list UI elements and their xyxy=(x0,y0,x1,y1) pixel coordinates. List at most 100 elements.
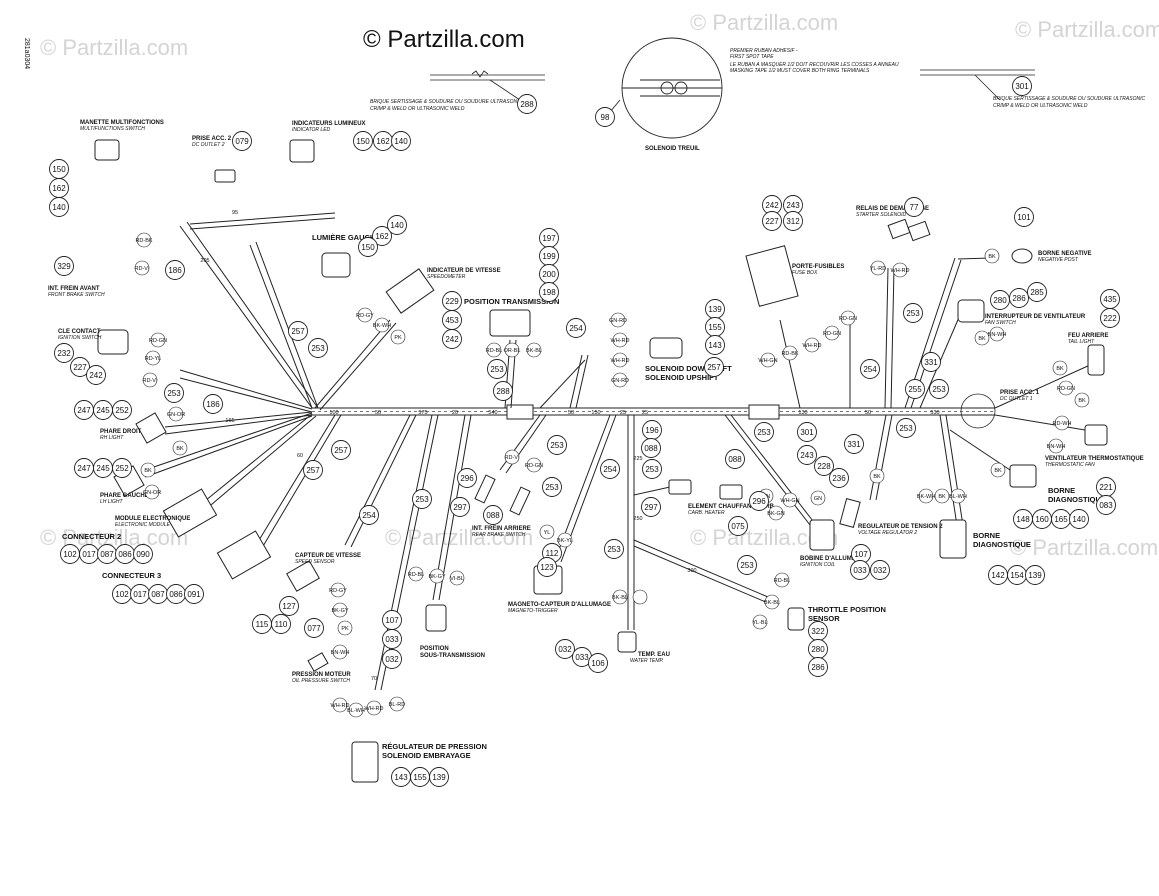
part-callout: 77 xyxy=(904,197,924,217)
callout-circle xyxy=(165,260,185,280)
callout-circle xyxy=(749,491,769,511)
part-callout: 227 xyxy=(762,211,782,231)
wire-tag: BK-BL xyxy=(764,594,780,610)
label-thermo-fan-en: THERMOSTATIC FAN xyxy=(1045,462,1095,468)
svg-text:BK: BK xyxy=(144,468,152,474)
part-callout: 222 xyxy=(1100,308,1120,328)
solenoid-winch-detail xyxy=(609,37,723,139)
wire-tag: BK xyxy=(140,462,156,478)
callout-number: 254 xyxy=(603,465,617,474)
callout-number: 139 xyxy=(1028,571,1042,580)
callout-circle xyxy=(588,653,608,673)
callout-circle xyxy=(754,422,774,442)
length-label: 60 xyxy=(297,453,303,459)
callout-number: 253 xyxy=(415,495,429,504)
callout-circle xyxy=(797,422,817,442)
callout-circle xyxy=(391,131,411,151)
wire-tag: GN-RD xyxy=(609,312,627,328)
callout-number: 200 xyxy=(542,270,556,279)
watermark-top-left: © Partzilla.com xyxy=(40,35,188,60)
callout-number: 088 xyxy=(486,511,500,520)
svg-text:GN-RD: GN-RD xyxy=(609,318,627,324)
callout-number: 148 xyxy=(1016,515,1030,524)
part-callout: 286 xyxy=(1009,288,1029,308)
wire-tag: RD-GY xyxy=(329,582,347,598)
callout-circle xyxy=(382,629,402,649)
part-callout: 186 xyxy=(203,394,223,414)
callout-circle xyxy=(1025,565,1045,585)
downshift-solenoid-shape xyxy=(649,337,683,359)
wire-tag: RD-GY xyxy=(356,307,374,323)
callout-number: 140 xyxy=(1072,515,1086,524)
callout-number: 186 xyxy=(206,400,220,409)
callout-number: 222 xyxy=(1103,314,1117,323)
svg-text:GN: GN xyxy=(814,496,822,502)
wire-tag: WH-RD xyxy=(891,262,909,278)
part-callout: 123 xyxy=(537,557,557,577)
callout-number: 331 xyxy=(847,440,861,449)
wire-tag: BK xyxy=(934,488,950,504)
callout-number: 329 xyxy=(57,262,71,271)
svg-text:WH-GN: WH-GN xyxy=(780,498,799,504)
wire-tag: RD-GN xyxy=(149,332,167,348)
callout-number: 155 xyxy=(708,323,722,332)
part-callout: 102 xyxy=(60,544,80,564)
callout-number: 086 xyxy=(118,550,132,559)
part-callout: 245 xyxy=(93,400,113,420)
part-callout: 165 xyxy=(1051,509,1071,529)
callout-number: 288 xyxy=(520,100,534,109)
callout-circle xyxy=(1012,76,1032,96)
callout-number: 253 xyxy=(906,309,920,318)
callout-number: 257 xyxy=(334,446,348,455)
callout-number: 301 xyxy=(800,428,814,437)
label-tps-1: THROTTLE POSITION xyxy=(808,605,886,614)
wire-tag: YL-BL xyxy=(752,614,768,630)
callout-circle xyxy=(412,489,432,509)
part-callout: 297 xyxy=(450,497,470,517)
callout-circle xyxy=(808,657,828,677)
callout-circle xyxy=(905,379,925,399)
part-callout: 110 xyxy=(271,614,291,634)
watermark-mid-far-right: © Partzilla.com xyxy=(1010,535,1158,560)
multifunction-switch-shape xyxy=(94,139,120,161)
svg-text:RD-BL: RD-BL xyxy=(408,572,425,578)
svg-text:BL-WH: BL-WH xyxy=(347,708,365,714)
part-callout: 150 xyxy=(358,237,378,257)
part-callout: 253 xyxy=(542,477,562,497)
callout-circle xyxy=(1096,495,1116,515)
label-neg-post-fr: BORNE NEGATIVE xyxy=(1038,251,1092,257)
connector-3-shape xyxy=(216,530,272,580)
part-callout: 199 xyxy=(539,246,559,266)
callout-number: 123 xyxy=(540,563,554,572)
svg-text:PK: PK xyxy=(341,626,349,632)
svg-text:RD-GN: RD-GN xyxy=(823,331,841,337)
callout-circle xyxy=(539,282,559,302)
wire-tag: BK-BL xyxy=(612,589,628,605)
tape-note-3: LE RUBAN A MASQUER 1/2 DOIT RECOUVRIR LE… xyxy=(730,62,899,68)
callout-number: 245 xyxy=(96,464,110,473)
indicator-led-shape xyxy=(289,139,315,163)
wire-tag: RD-YL xyxy=(145,350,161,366)
callout-circle xyxy=(904,197,924,217)
label-rear-brake-fr: INT. FREIN ARRIERE xyxy=(472,526,531,532)
part-callout: 162 xyxy=(372,226,392,246)
negative-post-ring xyxy=(1011,248,1033,264)
callout-number: 297 xyxy=(453,503,467,512)
part-callout: 160 xyxy=(1032,509,1052,529)
part-callout: 079 xyxy=(232,131,252,151)
svg-text:RD-GN: RD-GN xyxy=(1057,386,1075,392)
label-starter-en: STARTER SOLENOID xyxy=(856,212,906,218)
length-label: 130 xyxy=(798,410,807,416)
callout-number: 106 xyxy=(591,659,605,668)
callout-number: 150 xyxy=(361,243,375,252)
callout-circle xyxy=(829,468,849,488)
wire-tag: RD-WH xyxy=(1053,415,1071,431)
callout-number: 090 xyxy=(136,550,150,559)
label-lh-light-en: LH LIGHT xyxy=(100,499,123,505)
part-callout: 088 xyxy=(641,438,661,458)
part-callout: 155 xyxy=(705,317,725,337)
callout-circle xyxy=(487,359,507,379)
wire-tag: RD-BL xyxy=(774,572,790,588)
svg-text:WH-RD: WH-RD xyxy=(611,338,630,344)
